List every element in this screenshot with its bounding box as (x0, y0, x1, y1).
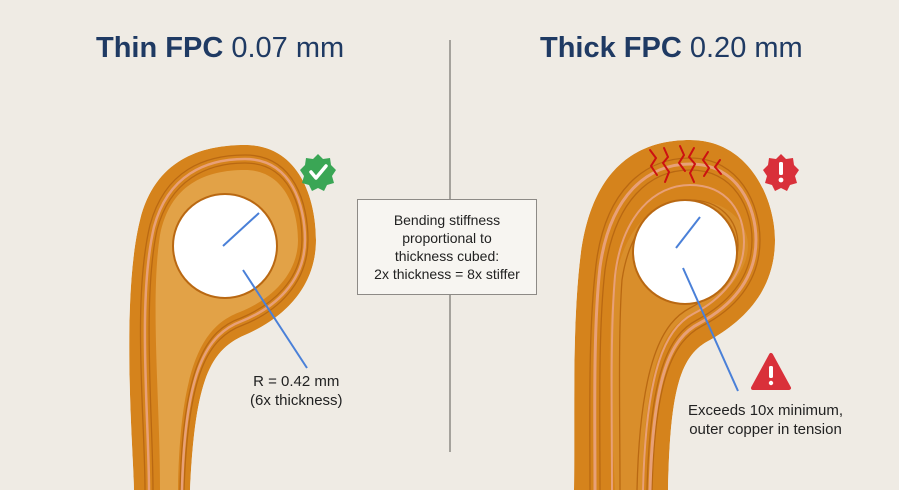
warning-label: Exceeds 10x minimum, outer copper in ten… (688, 401, 843, 439)
thin-fpc-title: Thin FPC 0.07 mm (96, 32, 345, 64)
radius-ratio: (6x thickness) (250, 392, 343, 409)
exclamation-circle-icon (763, 154, 799, 191)
thick-fpc-title: Thick FPC 0.20 mm (540, 32, 803, 64)
note-line: thickness cubed: (394, 248, 500, 264)
stiffness-note: Bending stiffness proportional to thickn… (357, 199, 537, 295)
radius-value: R = 0.42 mm (253, 373, 340, 390)
radius-label: R = 0.42 mm (6x thickness) (250, 372, 343, 410)
note-line: Bending stiffness (393, 212, 501, 228)
warning-line: Exceeds 10x minimum, (688, 402, 844, 419)
warning-triangle-icon (751, 353, 791, 390)
thick-fpc-loop (574, 140, 775, 490)
warning-line: outer copper in tension (689, 421, 842, 438)
note-line: 2x thickness = 8x stiffer (374, 266, 520, 282)
thin-fpc-loop (129, 145, 316, 490)
note-line: proportional to (402, 230, 492, 246)
check-circle-icon (300, 154, 336, 191)
crack-marks (649, 145, 722, 183)
